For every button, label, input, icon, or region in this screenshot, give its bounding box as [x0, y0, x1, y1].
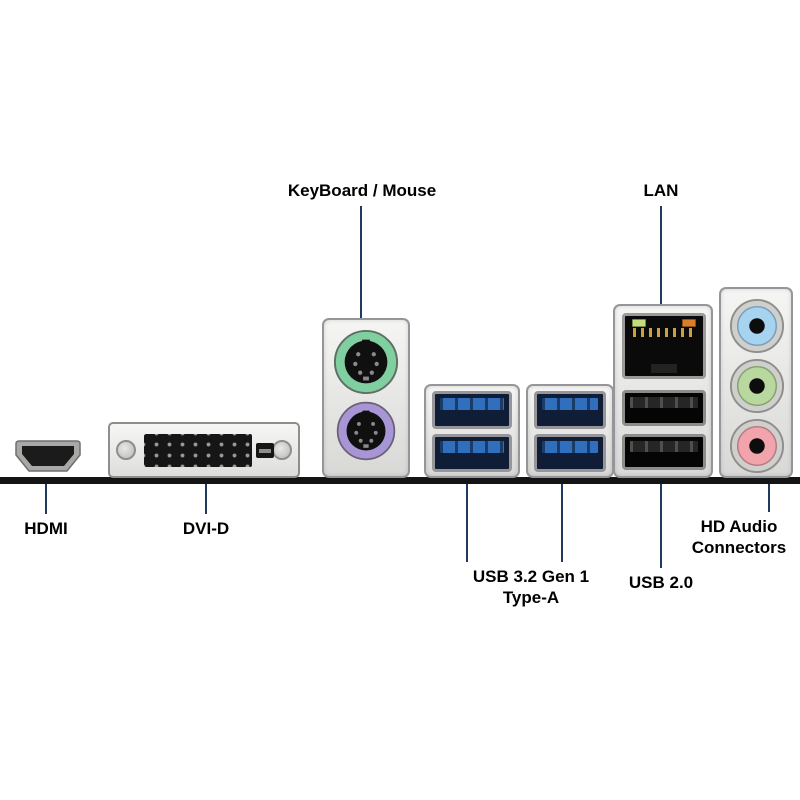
leader-usb32-b — [561, 484, 563, 562]
audio-jack-line-out-icon — [729, 358, 785, 414]
dvi-blade-slot-icon — [256, 443, 274, 458]
usb3-tongue-icon — [440, 398, 504, 410]
usb2-port-icon — [622, 434, 706, 470]
ps2-keyboard-port-icon — [332, 328, 400, 396]
usb3-tongue-icon — [440, 441, 504, 453]
dvi-screw-right-icon — [272, 440, 292, 460]
leader-hdmi — [45, 484, 47, 514]
lan-usb2-bracket — [613, 304, 713, 478]
leader-dvi — [205, 484, 207, 514]
label-hd-audio: HD Audio Connectors — [691, 517, 787, 557]
usb3-tongue-icon — [542, 441, 598, 453]
lan-port-icon — [622, 313, 706, 379]
usb2-port-icon — [622, 390, 706, 426]
label-usb32: USB 3.2 Gen 1 Type-A — [472, 567, 590, 607]
lan-pins-icon — [633, 328, 695, 337]
usb2-tongue-icon — [630, 441, 698, 452]
usb2-tongue-icon — [630, 397, 698, 408]
usb3-port-icon — [432, 391, 512, 429]
usb3-bracket-b — [526, 384, 614, 478]
hdmi-port-icon — [15, 440, 81, 474]
leader-usb20 — [660, 484, 662, 568]
leader-usb32-a — [466, 484, 468, 562]
panel-edge-bar — [0, 477, 800, 484]
audio-jack-mic-icon — [729, 418, 785, 474]
usb3-bracket-a — [424, 384, 520, 478]
lan-led-right-icon — [682, 319, 696, 327]
lan-latch-icon — [651, 364, 677, 373]
ps2-mouse-port-icon — [335, 400, 397, 462]
ps2-bracket — [322, 318, 410, 478]
dvi-pin-grid-icon — [144, 434, 252, 467]
leader-hd-audio — [768, 484, 770, 512]
audio-bracket — [719, 287, 793, 478]
lan-led-left-icon — [632, 319, 646, 327]
label-dvi: DVI-D — [182, 519, 230, 538]
dvi-screw-left-icon — [116, 440, 136, 460]
leader-lan — [660, 206, 662, 304]
usb3-port-icon — [534, 391, 606, 429]
label-usb20: USB 2.0 — [628, 573, 694, 592]
label-hdmi: HDMI — [24, 519, 68, 538]
usb3-tongue-icon — [542, 398, 598, 410]
leader-keyboard-mouse — [360, 206, 362, 318]
usb3-port-icon — [432, 434, 512, 472]
label-keyboard-mouse: KeyBoard / Mouse — [287, 181, 437, 200]
label-lan: LAN — [643, 181, 679, 200]
usb3-port-icon — [534, 434, 606, 472]
dvi-port-icon — [108, 422, 300, 478]
audio-jack-line-in-icon — [729, 298, 785, 354]
